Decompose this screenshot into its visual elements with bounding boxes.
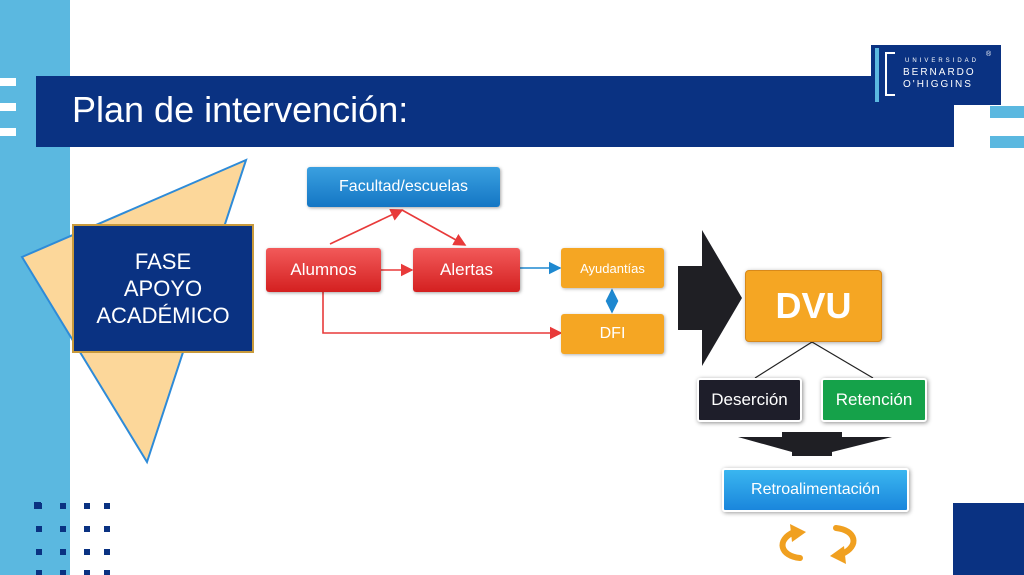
left-accent-stripe [0, 128, 16, 136]
logo-divider [875, 48, 879, 102]
down-arrow-icon [738, 437, 892, 456]
logo-line-2: BERNARDO [903, 67, 976, 78]
cycle-arrows-icon [779, 525, 857, 561]
node-retencion: Retención [821, 378, 927, 422]
phase-line-2: APOYO [123, 276, 203, 301]
phase-line-1: FASE [134, 249, 192, 274]
right-accent-stripe [990, 106, 1024, 118]
node-alertas: Alertas [413, 248, 520, 292]
title-banner [36, 76, 954, 147]
phase-box: FASE APOYO ACADÉMICO [72, 224, 254, 353]
node-retroalimentacion: Retroalimentación [722, 468, 909, 512]
right-accent-stripe [990, 136, 1024, 148]
corner-block [953, 503, 1024, 575]
phase-line-3: ACADÉMICO [96, 303, 230, 328]
page-title: Plan de intervención: [72, 89, 409, 130]
node-ayudantias: Ayudantías [561, 248, 664, 288]
node-dfi: DFI [561, 314, 664, 354]
logo-line-1: UNIVERSIDAD [905, 58, 980, 64]
logo-line-3: O'HIGGINS [903, 79, 973, 90]
logo-registered: ® [986, 51, 992, 58]
dot-grid [34, 502, 114, 575]
node-alumnos: Alumnos [266, 248, 381, 292]
node-dvu: DVU [745, 270, 882, 342]
left-accent-stripe [0, 103, 16, 111]
logo-mark-icon [885, 52, 895, 96]
big-arrow-icon [678, 230, 742, 366]
dot-grid-squares [36, 503, 110, 575]
node-facultad: Facultad/escuelas [307, 167, 500, 207]
left-accent-stripe [0, 78, 16, 86]
node-desercion: Deserción [697, 378, 802, 422]
